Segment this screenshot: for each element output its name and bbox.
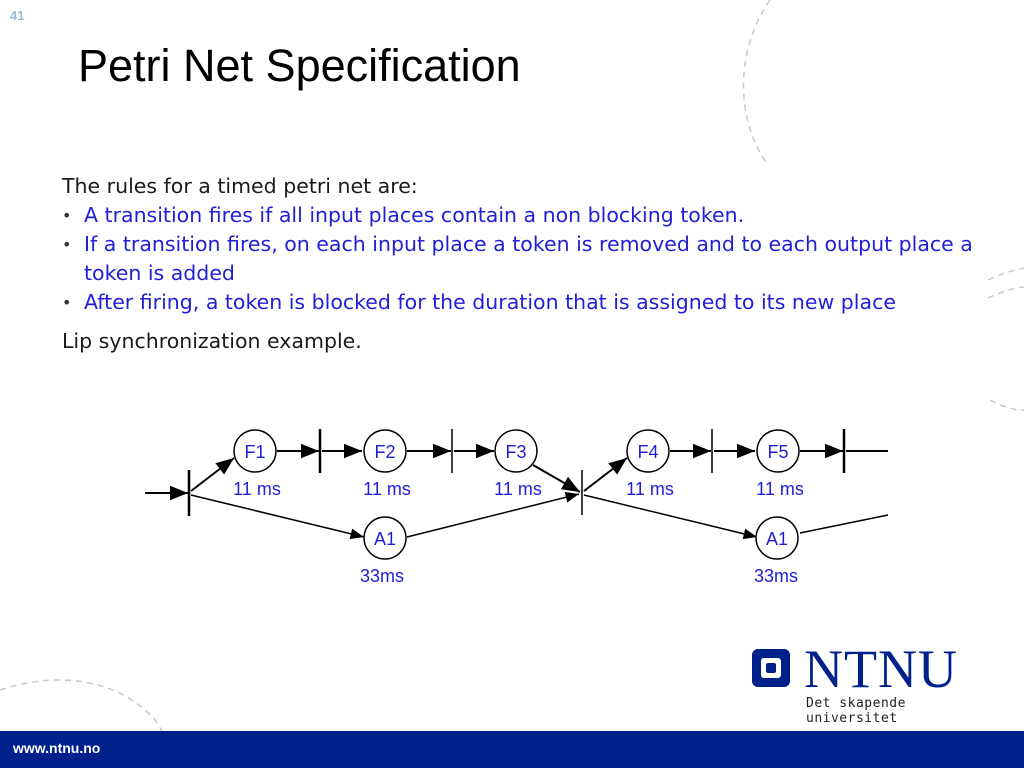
place-F2	[363, 429, 407, 473]
place-duration: 33ms	[360, 566, 404, 586]
arc	[190, 494, 365, 540]
rule-text: If a transition fires, on each input pla…	[84, 232, 973, 285]
place-duration: 33ms	[754, 566, 798, 586]
place-label: F1	[244, 442, 265, 462]
rule-item: • A transition fires if all input places …	[62, 201, 992, 230]
logo-name: NTNU	[804, 639, 958, 699]
slide-title: Petri Net Specification	[78, 40, 521, 91]
arc	[799, 514, 889, 534]
place-duration: 11 ms	[626, 479, 674, 499]
place-A1	[363, 516, 407, 560]
place-duration: 11 ms	[756, 479, 804, 499]
arc	[583, 457, 628, 492]
footer-bar: www.ntnu.no	[0, 731, 1024, 768]
place-F4	[626, 429, 670, 473]
place-label: F2	[374, 442, 395, 462]
rules-intro: The rules for a timed petri net are:	[62, 174, 418, 198]
place-F1	[233, 429, 277, 473]
place-F5	[756, 429, 800, 473]
logo-tagline: Det skapende universitet	[806, 696, 906, 726]
place-F3	[494, 429, 538, 473]
place-label: F5	[767, 442, 788, 462]
place-label: F4	[637, 442, 658, 462]
arc	[583, 494, 758, 540]
rules-list: • A transition fires if all input places …	[62, 201, 992, 317]
arc	[406, 492, 580, 538]
footer-url[interactable]: www.ntnu.no	[13, 740, 101, 756]
place-duration: 11 ms	[494, 479, 542, 499]
place-duration: 11 ms	[233, 479, 281, 499]
rule-item: • After firing, a token is blocked for th…	[62, 288, 992, 317]
slide-number: 41	[10, 8, 25, 23]
rule-text: After firing, a token is blocked for the…	[84, 290, 896, 314]
bullet-icon: •	[62, 293, 72, 312]
place-label: A1	[374, 529, 396, 549]
place-duration: 11 ms	[363, 479, 411, 499]
arc	[190, 457, 235, 492]
logo-mark-icon	[752, 649, 790, 687]
arc	[532, 464, 581, 493]
bullet-icon: •	[62, 206, 72, 225]
rule-text: A transition fires if all input places c…	[84, 203, 745, 227]
place-A1	[755, 516, 799, 560]
ntnu-logo: NTNU Det skapende universitet	[752, 639, 1002, 726]
slide-content: The rules for a timed petri net are: • A …	[62, 172, 992, 356]
bullet-icon: •	[62, 235, 72, 254]
place-label: F3	[505, 442, 526, 462]
rule-item: • If a transition fires, on each input pl…	[62, 230, 992, 288]
example-heading: Lip synchronization example.	[62, 329, 362, 353]
place-label: A1	[766, 529, 788, 549]
